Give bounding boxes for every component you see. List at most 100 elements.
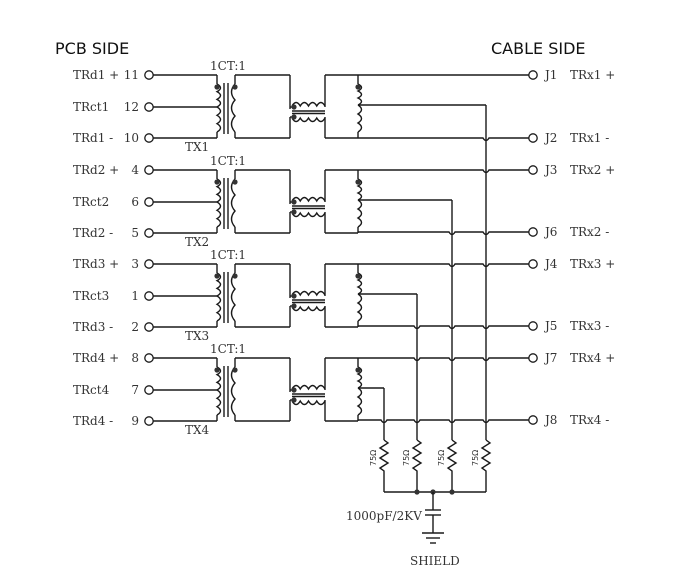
pin-name: TRd3 +: [73, 257, 119, 271]
polarity-dot: [291, 397, 297, 403]
primary-coil: [215, 389, 222, 416]
polarity-dot: [355, 273, 361, 279]
turns-ratio-label: 1CT:1: [210, 342, 246, 356]
primary-coil: [215, 295, 222, 322]
primary-coil: [215, 366, 222, 391]
pin-number: 10: [124, 131, 139, 145]
choke-coil: [291, 399, 326, 406]
cable-pin-J4: [528, 259, 538, 269]
pin-name: TRd4 +: [73, 351, 119, 365]
cable-pin-J1: [528, 70, 538, 80]
polarity-dot: [291, 293, 297, 299]
junction-dot: [449, 489, 455, 495]
pcb-pin-4: [144, 165, 154, 175]
polarity-dot: [232, 273, 238, 279]
output-line: [358, 357, 529, 362]
pin-name: TRd1 -: [73, 131, 113, 145]
cable-pin-name: TRx4 +: [570, 351, 615, 365]
choke-coil: [291, 384, 326, 391]
primary-coil: [215, 201, 222, 228]
polarity-dot: [355, 84, 361, 90]
pcb-pin-11: [144, 70, 154, 80]
primary-coil: [215, 178, 222, 203]
pin-number: 9: [131, 414, 139, 428]
pcb-pin-6: [144, 197, 154, 207]
polarity-dot: [291, 209, 297, 215]
pcb-side-heading: PCB SIDE: [55, 39, 129, 58]
polarity-dot: [355, 179, 361, 185]
output-coil: [356, 104, 363, 133]
transformer-label: TX2: [185, 235, 209, 249]
pcb-pin-7: [144, 385, 154, 395]
cable-pin-id: J6: [543, 225, 557, 239]
pcb-pin-2: [144, 322, 154, 332]
choke-coil: [291, 196, 326, 203]
polarity-dot: [214, 273, 220, 279]
pin-number: 12: [124, 100, 139, 114]
resistor-75-ohm: [480, 439, 492, 492]
turns-ratio-label: 1CT:1: [210, 154, 246, 168]
output-coil: [356, 199, 363, 228]
turns-ratio-label: 1CT:1: [210, 248, 246, 262]
pcb-pin-10: [144, 133, 154, 143]
polarity-dot: [232, 367, 238, 373]
resistor-75-ohm: [411, 439, 423, 492]
polarity-dot: [291, 199, 297, 205]
output-coil: [356, 178, 363, 201]
pin-number: 5: [131, 226, 139, 240]
cable-pin-name: TRx1 +: [570, 68, 615, 82]
pcb-pin-5: [144, 228, 154, 238]
pcb-pin-8: [144, 353, 154, 363]
junction-dot: [414, 489, 420, 495]
cable-pin-id: J7: [543, 351, 557, 365]
secondary-coil: [230, 366, 236, 416]
pcb-pin-1: [144, 291, 154, 301]
resistor-value: 75Ω: [437, 450, 446, 466]
pin-name: TRd3 -: [73, 320, 113, 334]
cable-pin-id: J8: [543, 413, 557, 427]
pin-name: TRct3: [73, 289, 109, 303]
output-line: [358, 231, 529, 236]
polarity-dot: [214, 367, 220, 373]
pin-number: 3: [131, 257, 139, 271]
output-coil: [356, 387, 363, 416]
polarity-dot: [232, 84, 238, 90]
pin-name: TRd4 -: [73, 414, 113, 428]
primary-coil: [215, 272, 222, 297]
cable-side-heading: CABLE SIDE: [491, 39, 586, 58]
polarity-dot: [291, 104, 297, 110]
choke-coil: [291, 305, 326, 312]
output-line: [358, 137, 529, 142]
resistor-value: 75Ω: [402, 450, 411, 466]
pin-number: 8: [131, 351, 139, 365]
polarity-dot: [214, 84, 220, 90]
primary-coil: [215, 106, 222, 133]
cable-pin-id: J2: [543, 131, 557, 145]
cable-pin-J3: [528, 165, 538, 175]
cable-pin-name: TRx3 -: [570, 319, 609, 333]
cable-pin-id: J3: [543, 163, 557, 177]
cable-pin-id: J1: [543, 68, 557, 82]
output-line: [358, 263, 529, 268]
output-coil: [356, 293, 363, 322]
transformer-label: TX3: [185, 329, 209, 343]
pin-number: 11: [124, 68, 139, 82]
cable-pin-name: TRx4 -: [570, 413, 609, 427]
pin-number: 6: [131, 195, 139, 209]
cable-pin-name: TRx2 +: [570, 163, 615, 177]
polarity-dot: [291, 387, 297, 393]
resistor-75-ohm: [378, 439, 390, 492]
pin-name: TRd2 +: [73, 163, 119, 177]
pcb-pin-3: [144, 259, 154, 269]
polarity-dot: [214, 179, 220, 185]
turns-ratio-label: 1CT:1: [210, 59, 246, 73]
cable-pin-J6: [528, 227, 538, 237]
pin-number: 1: [131, 289, 139, 303]
output-line: [358, 169, 529, 174]
output-coil: [356, 83, 363, 106]
